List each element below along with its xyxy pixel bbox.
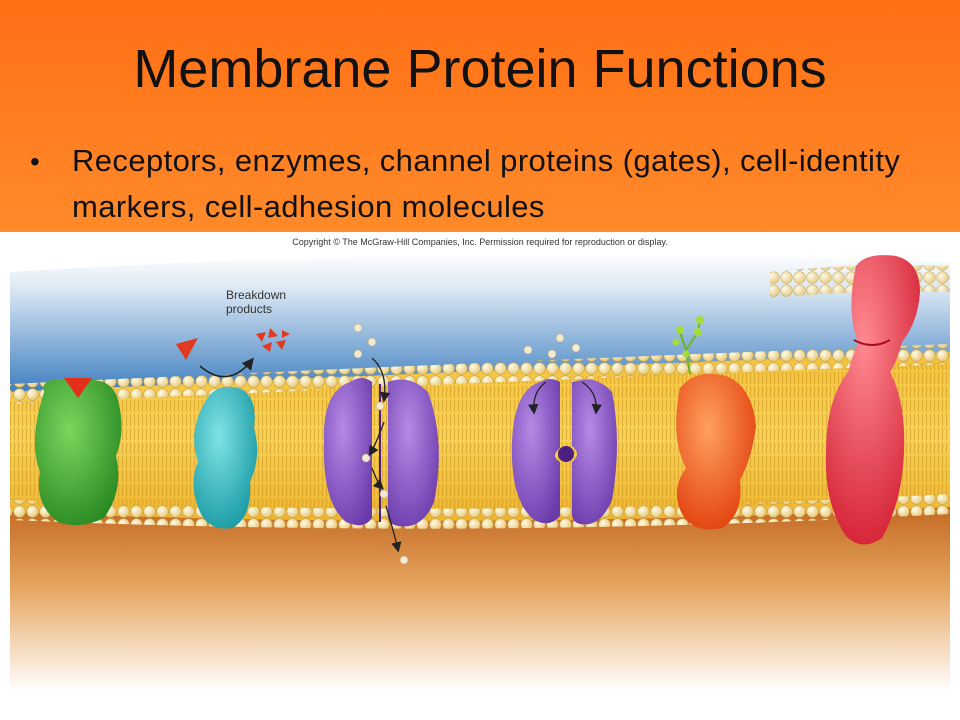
- slide-header: Membrane Protein Functions • Receptors, …: [0, 0, 960, 232]
- breakdown-products-icon: [256, 328, 290, 352]
- channel-protein-left-half: [323, 378, 372, 526]
- breakdown-products-label: Breakdown products: [226, 288, 287, 316]
- ion-flow-arrow-icon: [368, 421, 385, 457]
- ions-gated-channel-icon: [523, 333, 581, 359]
- bullet-text: Receptors, enzymes, channel proteins (ga…: [72, 143, 901, 224]
- slide-title: Membrane Protein Functions: [133, 39, 827, 99]
- closed-gate-icon: [558, 446, 574, 462]
- glycoprotein-chain-icon: [672, 316, 704, 375]
- adhesion-joint-icon: [853, 339, 891, 346]
- substrate-icon: [176, 338, 198, 360]
- cell-adhesion-molecule-protein: [825, 255, 920, 545]
- membrane-figure: Copyright © The McGraw-Hill Companies, I…: [0, 232, 960, 720]
- ion-flow-arrow-icon: [371, 357, 391, 403]
- ion-flow-arrow-icon: [371, 467, 384, 490]
- reaction-arrow-icon: [199, 357, 254, 378]
- copyright-notice: Copyright © The McGraw-Hill Companies, I…: [292, 237, 668, 247]
- cell-identity-marker-protein: [676, 373, 756, 530]
- ion-flow-arrow-icon: [385, 505, 402, 553]
- membrane-illustration: [0, 232, 960, 720]
- ions-open-channel-icon: [353, 323, 409, 565]
- blocked-arrow-icon: [581, 381, 602, 415]
- receptor-protein: [34, 379, 122, 526]
- signal-molecule-bound-icon: [64, 378, 92, 398]
- bullet-dot-icon: •: [30, 146, 40, 177]
- header-background: [0, 0, 960, 232]
- gated-channel-left-half: [511, 379, 560, 524]
- blocked-arrow-icon: [528, 381, 547, 415]
- cytoplasm-region: [10, 500, 950, 692]
- gated-channel-right-half: [572, 379, 617, 525]
- enzyme-protein: [193, 386, 258, 529]
- lipid-heads-outer: [10, 344, 950, 404]
- channel-protein-right-half: [388, 379, 439, 527]
